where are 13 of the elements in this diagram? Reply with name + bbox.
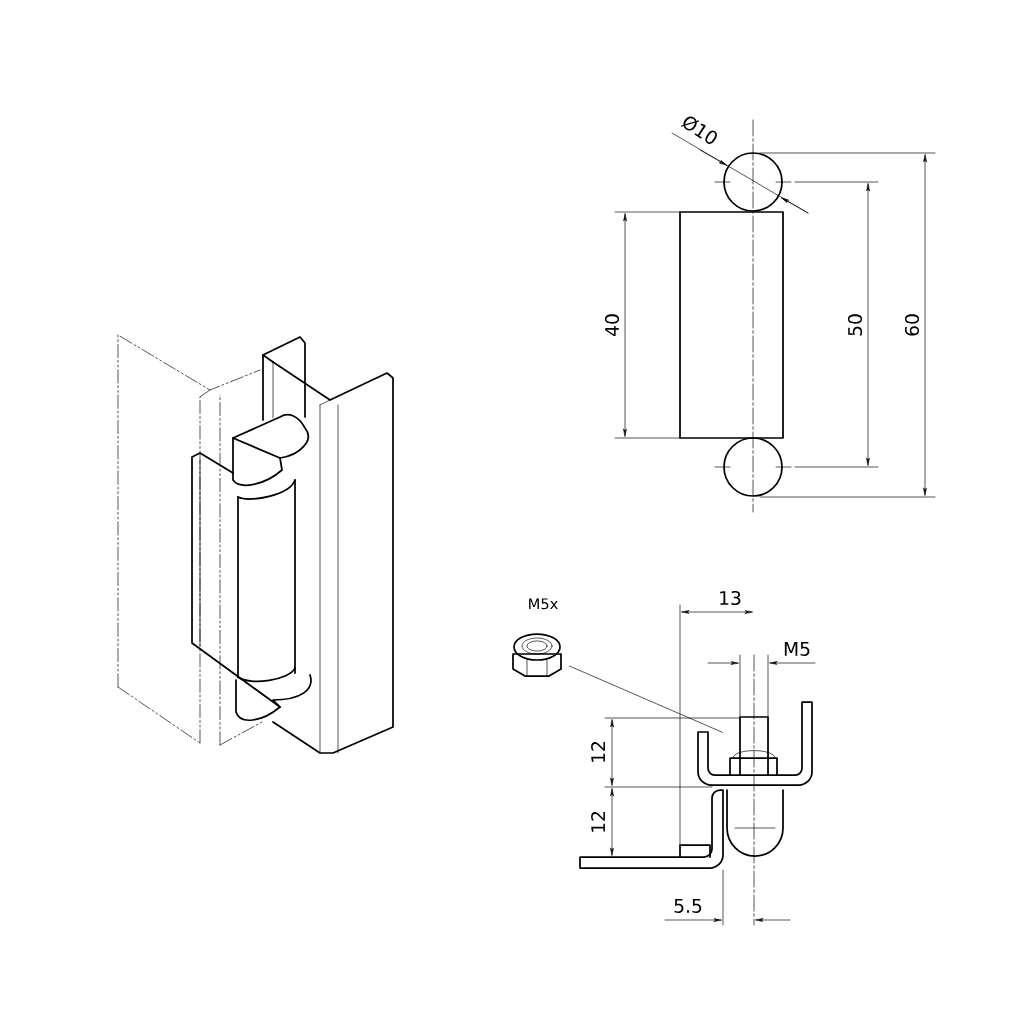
dimension-label: M5 [784, 642, 810, 656]
leader-line [568, 665, 723, 733]
dimension-label: 12 [591, 742, 605, 762]
dimension-label: 40 [604, 314, 620, 336]
part-label: M5x [529, 598, 558, 610]
dimension-label: 13 [720, 590, 741, 606]
bolt-drawing [729, 716, 778, 776]
dimension-label: 12 [591, 812, 605, 832]
dimension-label: 60 [904, 314, 920, 336]
dimension-label: Ø10 [681, 116, 717, 144]
nut-drawing [512, 633, 562, 677]
dimension-label: 5.5 [674, 899, 702, 913]
dimension-label: 50 [847, 314, 863, 336]
